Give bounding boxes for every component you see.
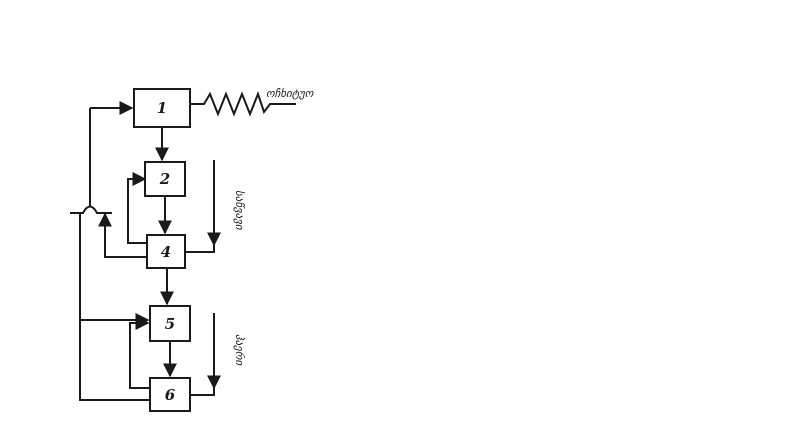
label-middle-right: საწვავი bbox=[233, 190, 246, 231]
feedback-4-left bbox=[98, 212, 147, 258]
block-6: 6 bbox=[149, 377, 191, 412]
block-6-label: 6 bbox=[165, 386, 176, 404]
block-1-label: 1 bbox=[157, 99, 167, 117]
block-1: 1 bbox=[133, 88, 191, 128]
block-4: 4 bbox=[146, 234, 186, 269]
line-crossing-hop bbox=[70, 205, 112, 214]
fuel-input-line bbox=[185, 160, 215, 253]
loop-6-to-5 bbox=[129, 316, 150, 389]
block-5-label: 5 bbox=[165, 315, 175, 333]
block-2: 2 bbox=[144, 161, 186, 197]
label-top-right: ოჩხიტუო bbox=[266, 87, 315, 100]
block-5: 5 bbox=[149, 305, 191, 342]
label-bottom-right: ჰაერი bbox=[233, 334, 246, 367]
air-input-line bbox=[190, 313, 215, 396]
block-4-label: 4 bbox=[161, 243, 171, 261]
loop-4-to-2 bbox=[127, 172, 147, 244]
block-2-label: 2 bbox=[159, 170, 170, 188]
main-return-line bbox=[79, 214, 150, 401]
resistor-zigzag bbox=[190, 91, 296, 117]
